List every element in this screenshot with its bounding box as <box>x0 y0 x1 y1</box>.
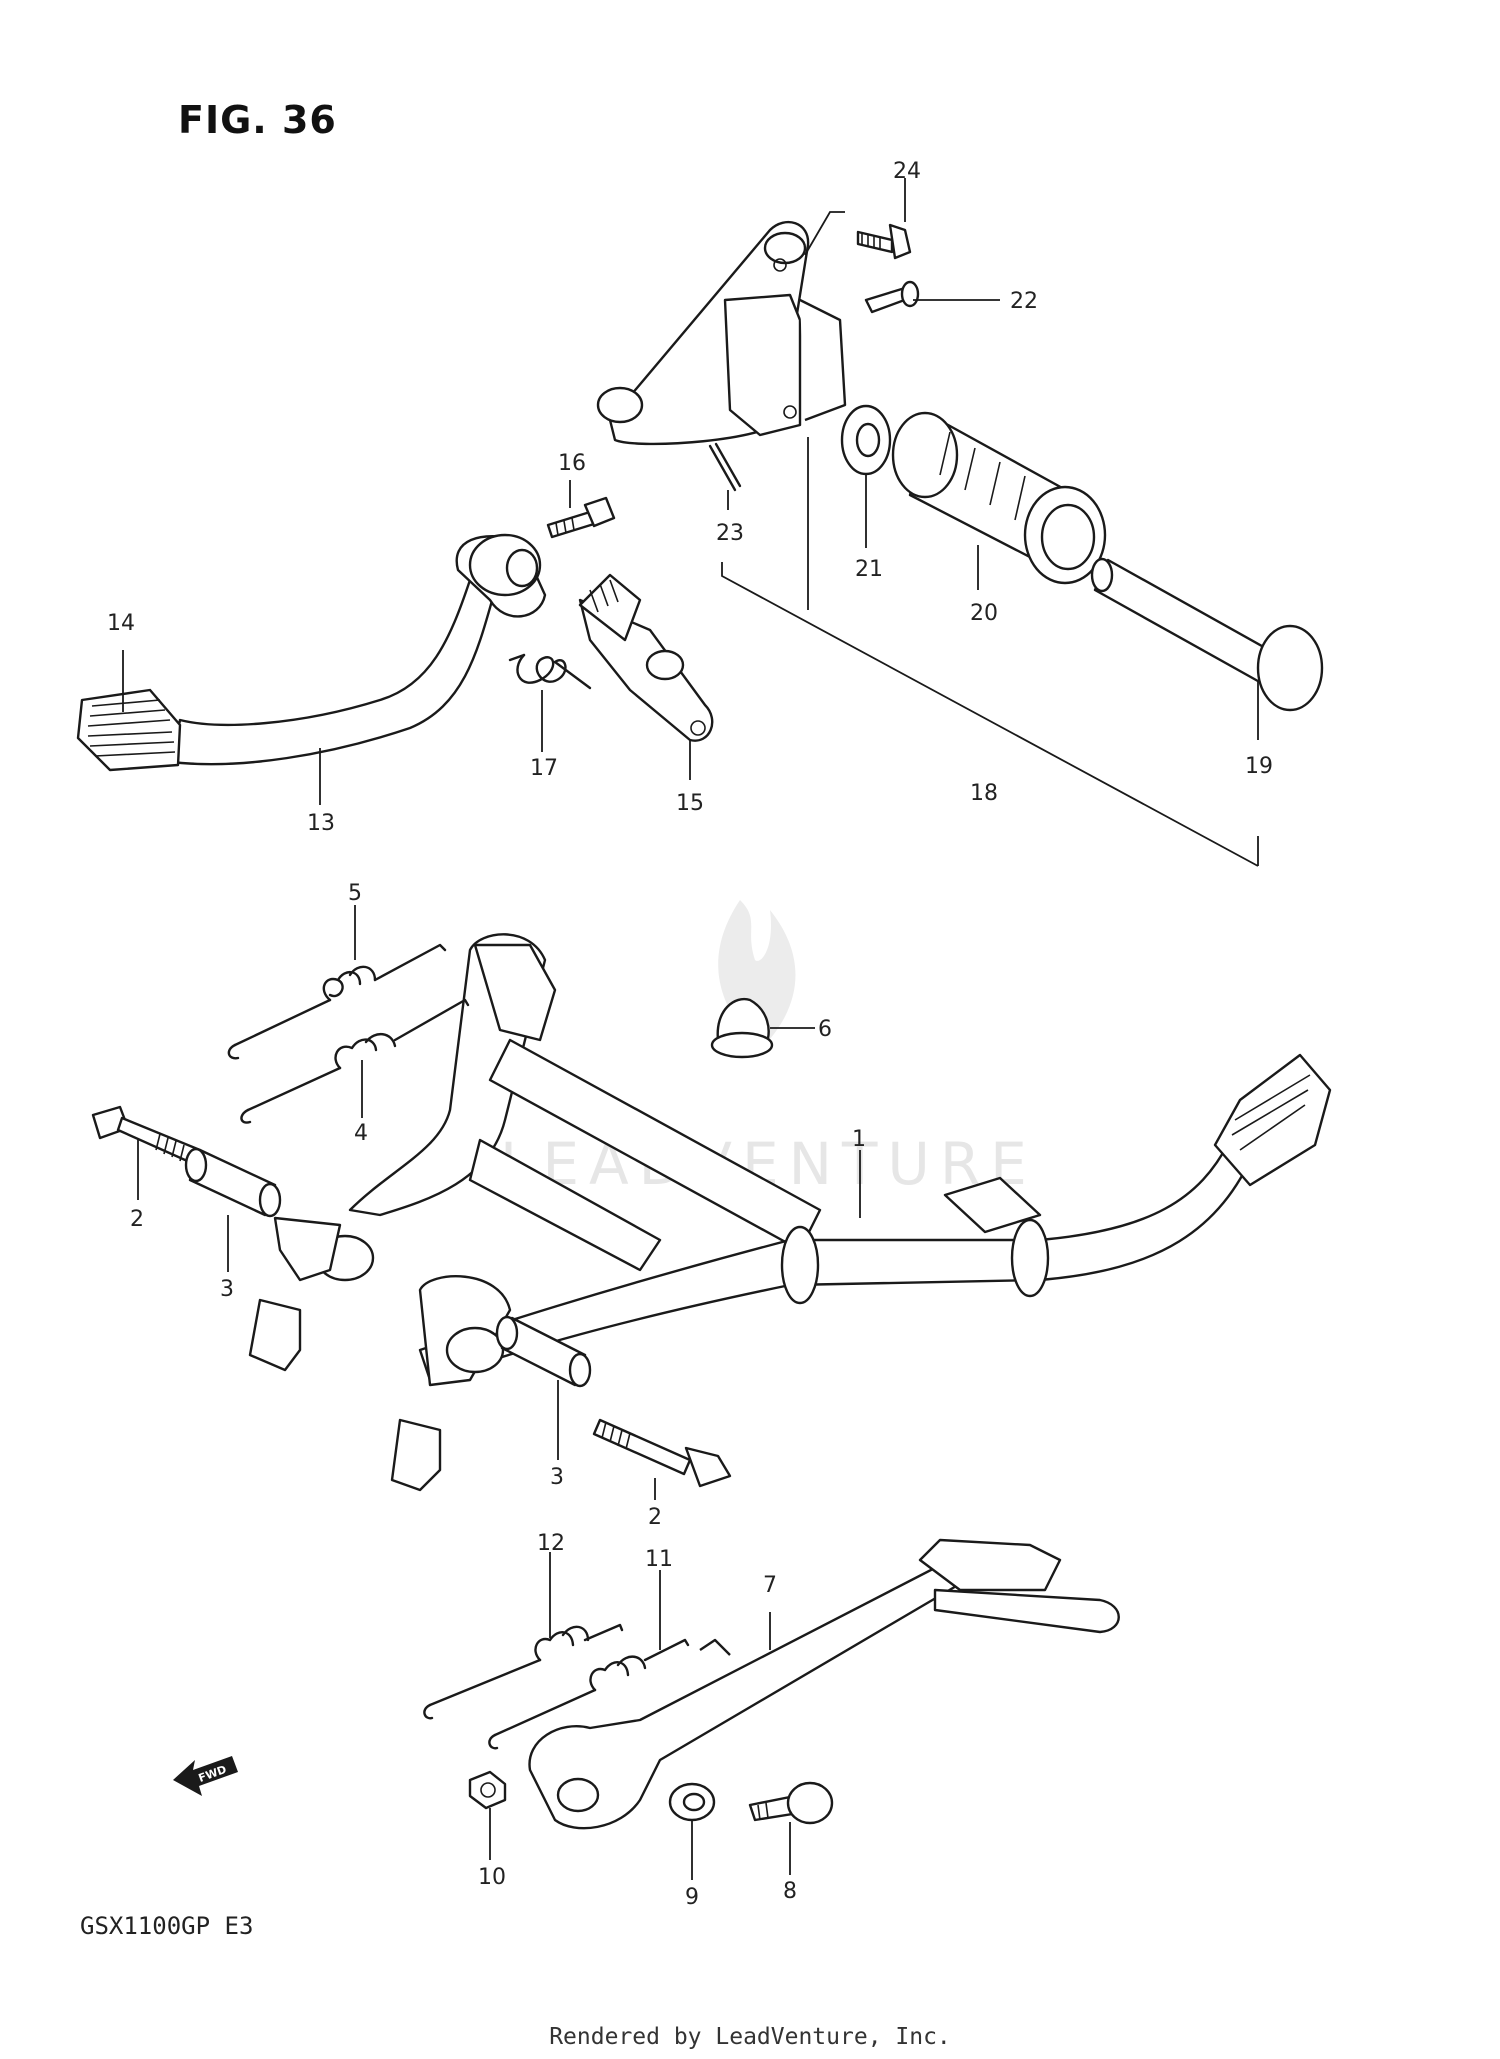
callout-6: 6 <box>818 1017 832 1042</box>
bolt-8 <box>748 1781 834 1825</box>
callout-15: 15 <box>676 791 704 816</box>
footrest-bracket <box>596 220 847 446</box>
callout-22: 22 <box>1010 289 1038 314</box>
callout-2-lower: 2 <box>648 1505 662 1530</box>
callout-17: 17 <box>530 756 558 781</box>
collar-3-lower <box>495 1315 592 1388</box>
callout-5: 5 <box>348 881 362 906</box>
callout-20: 20 <box>970 601 998 626</box>
spring-12 <box>423 1623 624 1720</box>
callout-labels: 24 22 23 21 20 19 18 16 14 13 17 15 5 4 … <box>107 159 1273 1910</box>
spring-11 <box>488 1638 690 1750</box>
callout-24: 24 <box>893 159 921 184</box>
washer-21 <box>840 404 892 476</box>
footpeg-shaft-19 <box>1090 557 1324 712</box>
callout-14: 14 <box>107 611 135 636</box>
shift-arm-15 <box>578 573 714 742</box>
fwd-arrow-icon: FWD <box>173 1756 238 1796</box>
figure-title: FIG. 36 <box>178 98 337 142</box>
side-stand-7 <box>528 1538 1120 1830</box>
callout-4: 4 <box>354 1121 368 1146</box>
center-stand-1 <box>248 933 1332 1492</box>
cap-6 <box>710 997 774 1059</box>
footpeg-rubber-14 <box>76 688 182 772</box>
callout-21: 21 <box>855 557 883 582</box>
callout-8: 8 <box>783 1879 797 1904</box>
callout-10: 10 <box>478 1865 506 1890</box>
callout-16: 16 <box>558 451 586 476</box>
leader-lines <box>122 178 1259 1880</box>
nut-10 <box>468 1770 507 1810</box>
footpeg-rubber-20 <box>891 411 1107 585</box>
callout-11: 11 <box>645 1547 673 1572</box>
callout-3-lower: 3 <box>550 1465 564 1490</box>
callout-9: 9 <box>685 1885 699 1910</box>
bolt-2-lower <box>592 1418 732 1488</box>
spring-4 <box>240 998 470 1124</box>
callout-19: 19 <box>1245 754 1273 779</box>
fwd-label: FWD <box>197 1763 228 1785</box>
callout-12: 12 <box>537 1531 565 1556</box>
bolt-16 <box>546 496 616 539</box>
callout-2-upper: 2 <box>130 1207 144 1232</box>
collar-3-upper <box>184 1147 282 1218</box>
cotter-pin-23 <box>708 442 742 492</box>
pin-22 <box>864 280 920 314</box>
gearshift-lever-13 <box>170 533 547 766</box>
callout-1: 1 <box>852 1127 866 1152</box>
callout-3-upper: 3 <box>220 1277 234 1302</box>
callout-18: 18 <box>970 781 998 806</box>
bolt-2-upper <box>91 1105 202 1166</box>
washer-9 <box>668 1782 716 1822</box>
model-code: GSX1100GP E3 <box>80 1912 254 1940</box>
group-bracket-18 <box>721 211 1259 867</box>
render-credit: Rendered by LeadVenture, Inc. <box>549 2024 951 2050</box>
bolt-24 <box>856 223 912 260</box>
spring-5 <box>227 943 447 1060</box>
callout-7: 7 <box>763 1573 777 1598</box>
callout-23: 23 <box>716 521 744 546</box>
spring-17 <box>508 653 592 690</box>
callout-13: 13 <box>307 811 335 836</box>
